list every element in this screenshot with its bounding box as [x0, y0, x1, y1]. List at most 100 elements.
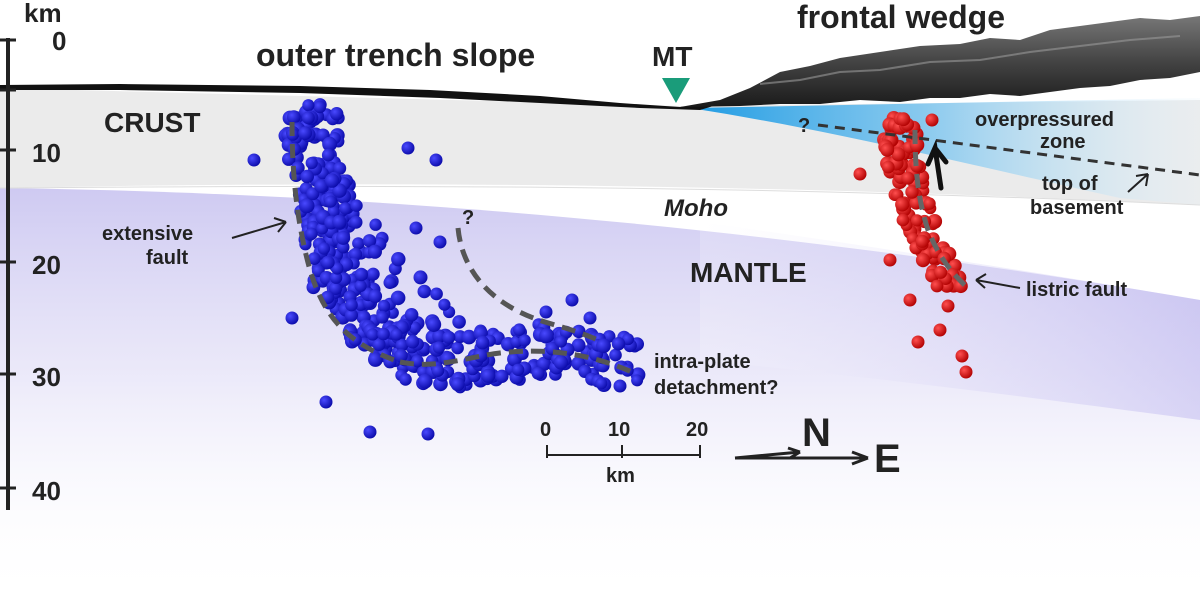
- listric-fault-line: [912, 129, 972, 292]
- north-label: N: [802, 411, 831, 455]
- blue-event-dot: [495, 369, 509, 383]
- red-event-dot: [915, 253, 931, 268]
- mt-label: MT: [652, 41, 692, 72]
- blue-event-dot: [324, 195, 337, 208]
- blue-event-dot: [375, 310, 389, 324]
- blue-event-dot: [531, 366, 545, 380]
- intra-plate-label-line1: intra-plate: [654, 351, 751, 373]
- extensive-fault-label-line2: fault: [146, 247, 189, 269]
- blue-event-dot: [411, 354, 424, 368]
- blue-event-dot: [401, 141, 415, 155]
- blue-event-dot: [511, 363, 525, 376]
- red-event-dot: [895, 197, 910, 212]
- red-event-dot: [925, 113, 939, 127]
- blue-event-dot: [572, 324, 586, 339]
- red-event-dot: [880, 143, 895, 157]
- red-event-dot: [941, 299, 955, 313]
- blue-event-dot: [339, 202, 352, 215]
- mantle-layer-right-shade: [700, 222, 1200, 420]
- blue-event-dot: [305, 156, 318, 170]
- blue-event-dot: [321, 255, 335, 270]
- seafloor-surface: [0, 84, 720, 110]
- blue-event-dot: [450, 377, 465, 392]
- red-event-dot: [911, 335, 925, 349]
- blue-event-dot: [438, 298, 451, 311]
- top-of-basement-label-line1: top of: [1042, 173, 1098, 195]
- blue-event-dot: [613, 379, 627, 393]
- blue-event-dot: [368, 352, 383, 367]
- blue-event-dot: [302, 111, 315, 125]
- east-label: E: [874, 437, 901, 481]
- blue-event-dot: [285, 311, 299, 325]
- moho-label: Moho: [664, 195, 728, 222]
- crust-label: CRUST: [104, 107, 200, 138]
- red-event-dot: [927, 214, 943, 229]
- blue-event-dot: [475, 335, 490, 350]
- overpressured-label-line1: overpressured: [975, 109, 1114, 131]
- blue-event-dot: [307, 252, 321, 265]
- depth-axis-unit: km: [24, 0, 62, 28]
- blue-event-dot: [247, 153, 261, 167]
- blue-event-dot: [421, 427, 435, 441]
- blue-event-dot: [596, 338, 611, 354]
- blue-event-dot: [300, 169, 315, 184]
- blue-event-dot: [571, 338, 586, 353]
- blue-event-dot: [611, 337, 626, 351]
- blue-event-dot: [417, 284, 432, 299]
- blue-event-dot: [324, 173, 340, 188]
- blue-event-dot: [298, 126, 313, 140]
- blue-event-dot: [417, 373, 433, 389]
- blue-event-dot: [452, 315, 466, 329]
- frontal-wedge-label: frontal wedge: [797, 0, 1005, 35]
- blue-event-dot: [321, 148, 335, 162]
- blue-event-dot: [565, 293, 579, 307]
- blue-event-dot: [345, 298, 358, 312]
- blue-event-dot: [430, 287, 443, 301]
- red-event-dot: [903, 293, 917, 307]
- intra-plate-label-line2: detachment?: [654, 377, 778, 399]
- blue-event-dot: [350, 199, 363, 212]
- blue-event-dot: [313, 100, 327, 114]
- blue-event-dot: [433, 235, 447, 249]
- depth-tick-label-0: 0: [52, 26, 66, 56]
- blue-event-dot: [367, 244, 382, 259]
- blue-event-dot: [354, 279, 367, 292]
- secondary-fault-line: [455, 227, 600, 343]
- blue-event-dot: [299, 198, 315, 214]
- blue-event-dot: [595, 377, 608, 390]
- trench-marker-icon: [662, 78, 690, 103]
- red-event-dot: [930, 279, 944, 293]
- blue-event-dot: [317, 242, 331, 255]
- blue-event-dot: [513, 323, 526, 337]
- blue-event-dot: [553, 355, 569, 370]
- depth-tick-label-40: 40: [32, 476, 61, 506]
- blue-event-dot: [354, 267, 368, 282]
- blue-event-dot: [383, 276, 397, 289]
- red-event-dot: [881, 160, 895, 174]
- top-of-basement-label-line2: basement: [1030, 197, 1124, 219]
- overpressured-zone: [690, 98, 1200, 205]
- blue-event-dot: [442, 330, 456, 344]
- red-event-dot: [896, 213, 910, 227]
- mantle-label: MANTLE: [690, 257, 807, 288]
- blue-event-dot: [332, 183, 347, 198]
- blue-event-dot: [518, 334, 531, 347]
- overpressured-label-line2: zone: [1040, 131, 1086, 153]
- red-event-dot: [905, 185, 919, 199]
- blue-event-dot: [554, 335, 568, 348]
- red-event-dot: [923, 197, 936, 210]
- top-of-basement-line: [817, 123, 1200, 177]
- red-event-dot: [883, 253, 897, 267]
- blue-event-dot: [377, 299, 391, 313]
- extensive-fault-label-line1: extensive: [102, 223, 193, 245]
- blue-event-dot: [405, 335, 420, 349]
- blue-event-dot: [305, 227, 318, 240]
- blue-event-dot: [609, 348, 622, 362]
- red-event-dot: [955, 349, 969, 363]
- blue-event-dot: [322, 136, 337, 152]
- scale-tick-10: 10: [608, 419, 630, 441]
- blue-event-dot: [328, 281, 343, 295]
- blue-event-dot: [413, 270, 428, 285]
- thrust-arrow-icon: [925, 139, 949, 191]
- frontal-wedge-texture: [759, 35, 1181, 85]
